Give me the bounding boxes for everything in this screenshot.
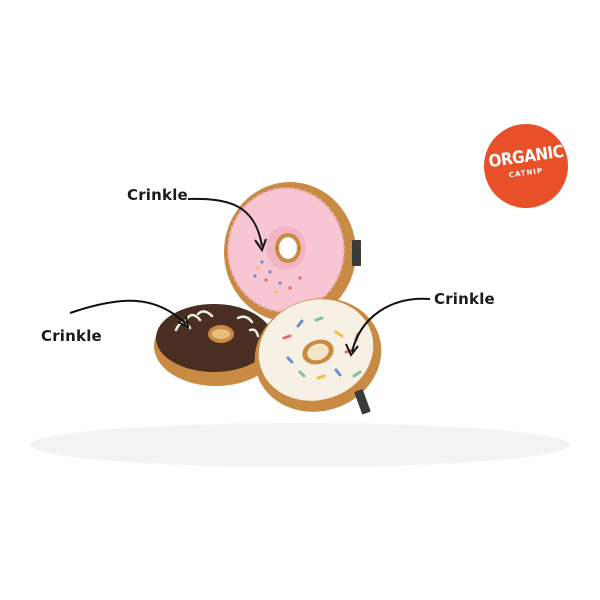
arrow-left <box>69 299 187 325</box>
organic-catnip-badge: ORGANIC CATNIP <box>484 124 568 208</box>
vanilla-donut <box>254 298 382 415</box>
floor-shadow <box>30 423 570 467</box>
pink-donut <box>224 182 361 322</box>
brand-tag <box>354 389 371 415</box>
crinkle-arrows <box>69 197 431 357</box>
arrow-top <box>187 197 263 247</box>
crinkle-label-left: Crinkle <box>41 327 102 345</box>
crinkle-label-right: Crinkle <box>434 290 495 308</box>
arrow-right <box>351 297 431 353</box>
brand-tag <box>352 240 361 266</box>
crinkle-label-top: Crinkle <box>127 186 188 204</box>
